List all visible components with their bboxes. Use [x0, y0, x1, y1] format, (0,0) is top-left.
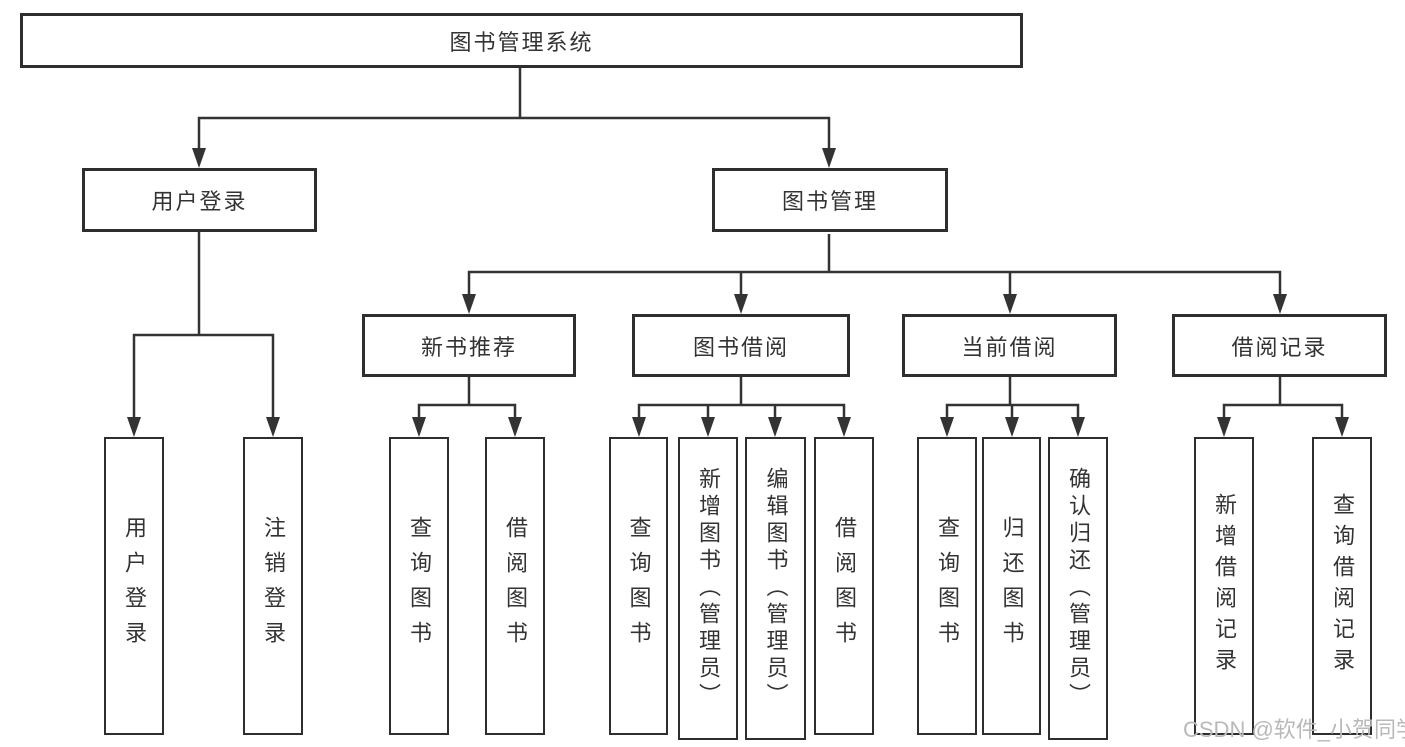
connector-root [197, 68, 831, 151]
leaf-borrow-books-label: 借阅图书 [832, 516, 857, 656]
leaf-query-books-borrow: 查询图书 [609, 437, 668, 735]
arrowheads [127, 148, 1349, 437]
connector-book-borrow [637, 377, 846, 420]
leaf-logout: 注销登录 [243, 437, 303, 735]
node-new-book-recommend: 新书推荐 [362, 314, 576, 377]
connector-new-book [417, 377, 517, 420]
leaf-add-books-admin-label: 新增图书（管理员） [696, 467, 721, 710]
node-user-login: 用户登录 [82, 168, 317, 232]
node-root-system-label: 图书管理系统 [449, 29, 594, 55]
leaf-return-books-label: 归还图书 [999, 516, 1025, 656]
node-book-borrow: 图书借阅 [632, 314, 850, 377]
node-book-borrow-label: 图书借阅 [692, 334, 789, 360]
leaf-user-login: 用户登录 [104, 437, 164, 735]
leaf-add-borrow-record-label: 新增借阅记录 [1212, 493, 1237, 679]
leaf-query-books-current: 查询图书 [917, 437, 977, 735]
node-borrow-records-label: 借阅记录 [1231, 334, 1328, 360]
connector-borrow-record [1222, 377, 1344, 420]
connector-book-mgmt [467, 234, 1282, 297]
leaf-query-books-recommend-label: 查询图书 [407, 516, 432, 656]
connector-user-login [132, 232, 275, 420]
node-new-book-recommend-label: 新书推荐 [420, 334, 517, 360]
leaf-borrow-books: 借阅图书 [814, 437, 874, 735]
leaf-user-login-label: 用户登录 [122, 516, 147, 656]
node-book-management-label: 图书管理 [781, 189, 878, 214]
leaf-add-books-admin: 新增图书（管理员） [678, 437, 738, 740]
node-current-borrow: 当前借阅 [902, 314, 1117, 377]
leaf-query-borrow-record-label: 查询借阅记录 [1330, 493, 1355, 679]
node-root-system: 图书管理系统 [20, 13, 1023, 68]
leaf-confirm-return-admin-label: 确认归还（管理员） [1066, 467, 1091, 710]
leaf-add-borrow-record: 新增借阅记录 [1194, 437, 1254, 735]
leaf-borrow-books-recommend-label: 借阅图书 [503, 516, 528, 656]
leaf-edit-books-admin: 编辑图书（管理员） [745, 437, 806, 740]
leaf-query-borrow-record: 查询借阅记录 [1312, 437, 1372, 735]
leaf-return-books: 归还图书 [982, 437, 1041, 735]
node-user-login-label: 用户登录 [151, 189, 248, 214]
connector-current-borrow [945, 377, 1080, 420]
leaf-query-books-borrow-label: 查询图书 [626, 516, 652, 656]
leaf-logout-label: 注销登录 [261, 516, 286, 656]
leaf-query-books-recommend: 查询图书 [389, 437, 449, 735]
leaf-query-books-current-label: 查询图书 [935, 516, 960, 656]
node-book-management: 图书管理 [712, 168, 948, 232]
node-borrow-records: 借阅记录 [1172, 314, 1387, 377]
node-current-borrow-label: 当前借阅 [961, 334, 1058, 360]
leaf-edit-books-admin-label: 编辑图书（管理员） [763, 467, 789, 710]
leaf-borrow-books-recommend: 借阅图书 [485, 437, 545, 735]
leaf-confirm-return-admin: 确认归还（管理员） [1048, 437, 1108, 740]
